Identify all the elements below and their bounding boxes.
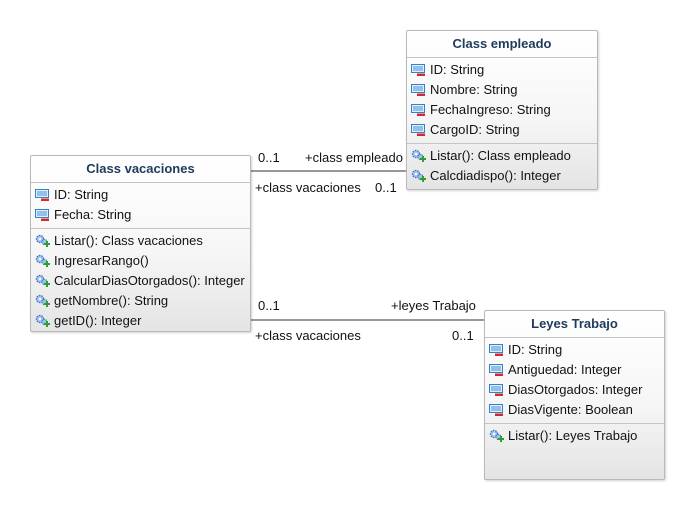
- attribute-row[interactable]: ID: String: [407, 60, 597, 80]
- private-attribute-icon: [35, 188, 54, 202]
- attribute-label: ID: String: [54, 187, 109, 202]
- attribute-row[interactable]: CargoID: String: [407, 120, 597, 140]
- private-attribute-icon: [489, 383, 508, 397]
- attribute-label: ID: String: [430, 62, 485, 77]
- private-attribute-icon: [489, 403, 508, 417]
- attribute-label: Antiguedad: Integer: [508, 362, 622, 377]
- operation-row[interactable]: getNombre(): String: [31, 291, 250, 311]
- private-attribute-icon: [411, 103, 430, 117]
- public-operation-icon: [411, 169, 430, 183]
- public-operation-icon: [35, 254, 54, 268]
- attribute-row[interactable]: Nombre: String: [407, 80, 597, 100]
- attribute-row[interactable]: FechaIngreso: String: [407, 100, 597, 120]
- operation-row[interactable]: Calcdiadispo(): Integer: [407, 166, 597, 186]
- attribute-label: Fecha: String: [54, 207, 132, 222]
- operations-section: Listar(): Leyes Trabajo: [485, 424, 664, 449]
- private-attribute-icon: [411, 123, 430, 137]
- operation-row[interactable]: Listar(): Class empleado: [407, 146, 597, 166]
- attribute-label: DiasOtorgados: Integer: [508, 382, 643, 397]
- operation-row[interactable]: Listar(): Class vacaciones: [31, 231, 250, 251]
- attribute-row[interactable]: Antiguedad: Integer: [485, 360, 664, 380]
- multiplicity-empleado-end: 0..1: [375, 180, 397, 195]
- attribute-label: CargoID: String: [430, 122, 520, 137]
- operation-row[interactable]: Listar(): Leyes Trabajo: [485, 426, 664, 446]
- class-name: Class vacaciones: [31, 156, 250, 183]
- operation-label: Calcdiadispo(): Integer: [430, 168, 561, 183]
- public-operation-icon: [35, 274, 54, 288]
- private-attribute-icon: [35, 208, 54, 222]
- public-operation-icon: [489, 429, 508, 443]
- attribute-label: ID: String: [508, 342, 563, 357]
- attribute-row[interactable]: Fecha: String: [31, 205, 250, 225]
- operation-label: CalcularDiasOtorgados(): Integer: [54, 273, 245, 288]
- operation-label: Listar(): Class empleado: [430, 148, 571, 163]
- private-attribute-icon: [411, 63, 430, 77]
- operation-label: getID(): Integer: [54, 313, 142, 328]
- role-class-empleado: +class empleado: [305, 150, 403, 165]
- multiplicity-vacaciones-end: 0..1: [258, 298, 280, 313]
- attribute-row[interactable]: ID: String: [485, 340, 664, 360]
- attribute-row[interactable]: ID: String: [31, 185, 250, 205]
- operation-label: Listar(): Leyes Trabajo: [508, 428, 638, 443]
- operation-row[interactable]: CalcularDiasOtorgados(): Integer: [31, 271, 250, 291]
- public-operation-icon: [411, 149, 430, 163]
- class-name: Class empleado: [407, 31, 597, 58]
- class-name: Leyes Trabajo: [485, 311, 664, 338]
- attribute-label: FechaIngreso: String: [430, 102, 551, 117]
- role-leyes-trabajo: +leyes Trabajo: [391, 298, 476, 313]
- multiplicity-leyes-end: 0..1: [452, 328, 474, 343]
- private-attribute-icon: [411, 83, 430, 97]
- multiplicity-vacaciones-end: 0..1: [258, 150, 280, 165]
- role-class-vacaciones: +class vacaciones: [255, 180, 361, 195]
- attribute-row[interactable]: DiasOtorgados: Integer: [485, 380, 664, 400]
- private-attribute-icon: [489, 343, 508, 357]
- operation-label: Listar(): Class vacaciones: [54, 233, 203, 248]
- attribute-label: Nombre: String: [430, 82, 518, 97]
- role-class-vacaciones: +class vacaciones: [255, 328, 361, 343]
- operation-row[interactable]: getID(): Integer: [31, 311, 250, 331]
- public-operation-icon: [35, 294, 54, 308]
- private-attribute-icon: [489, 363, 508, 377]
- attribute-label: DiasVigente: Boolean: [508, 402, 633, 417]
- operation-label: getNombre(): String: [54, 293, 169, 308]
- public-operation-icon: [35, 314, 54, 328]
- public-operation-icon: [35, 234, 54, 248]
- operation-label: IngresarRango(): [54, 253, 149, 268]
- attribute-row[interactable]: DiasVigente: Boolean: [485, 400, 664, 420]
- operation-row[interactable]: IngresarRango(): [31, 251, 250, 271]
